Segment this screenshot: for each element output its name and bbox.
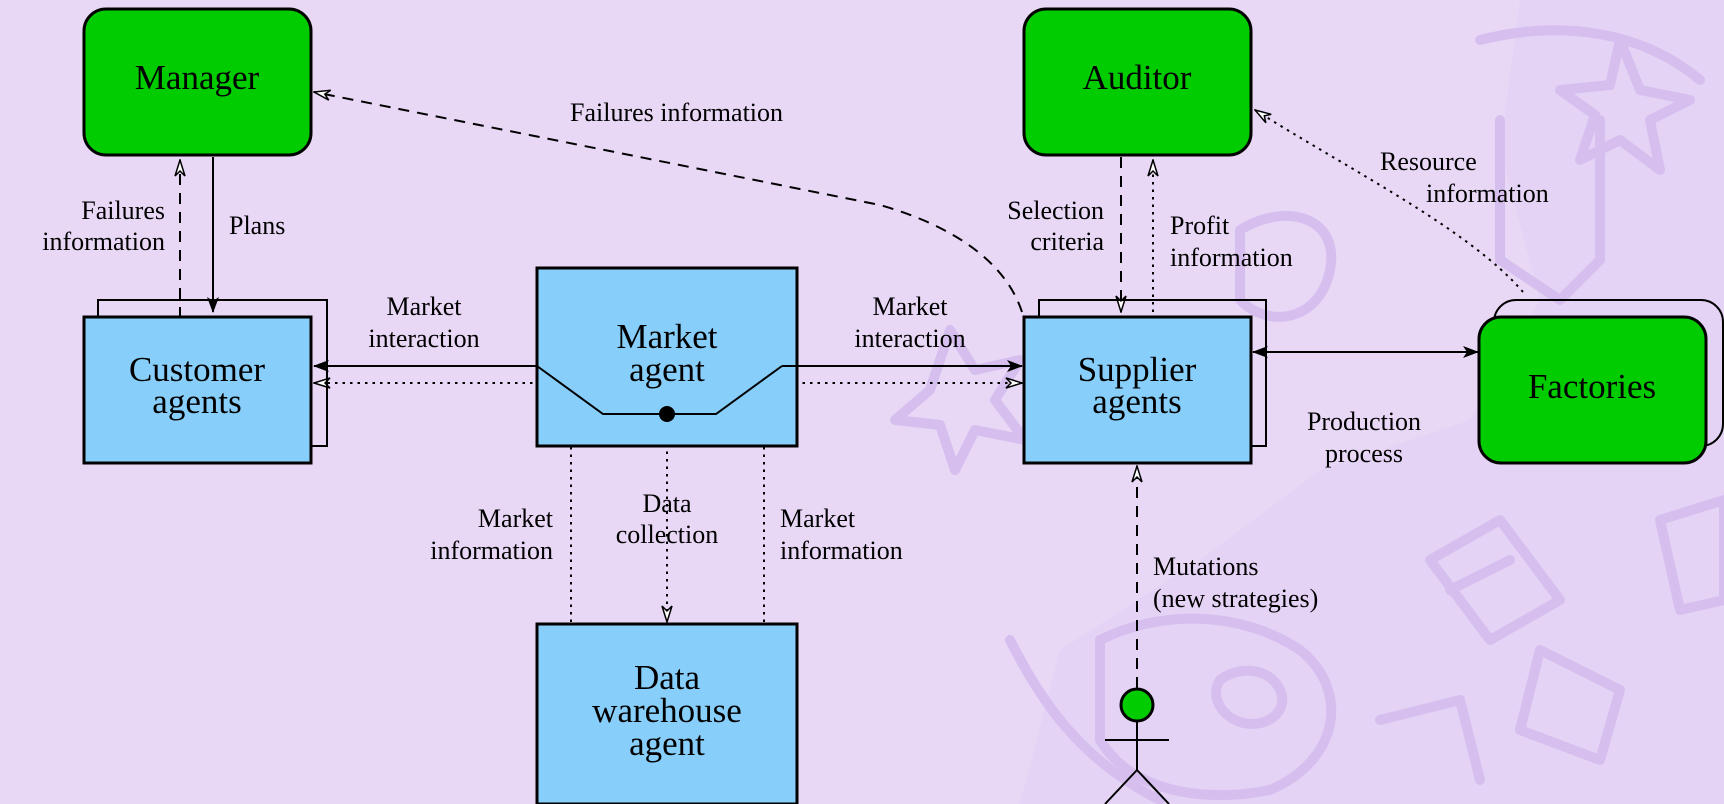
auditor-node: Auditor bbox=[1022, 7, 1253, 157]
production-process-line2: process bbox=[1325, 439, 1403, 468]
factories-label: Factories bbox=[1528, 367, 1656, 406]
selection-criteria-line2: criteria bbox=[1030, 227, 1104, 256]
profit-information-line1: Profit bbox=[1170, 211, 1230, 240]
market-interaction-left-line1: Market bbox=[386, 292, 462, 321]
mutations-line1: Mutations bbox=[1153, 552, 1258, 581]
market-agent-label-line1: Market bbox=[616, 317, 717, 356]
failures-arrow-top bbox=[314, 92, 1023, 313]
auditor-label: Auditor bbox=[1083, 58, 1192, 97]
supplier-agents-node: Supplier agents bbox=[1022, 299, 1267, 465]
market-interaction-left-line2: interaction bbox=[368, 324, 479, 353]
data-warehouse-node: Data warehouse agent bbox=[535, 622, 799, 804]
market-info-left-line bbox=[314, 383, 572, 622]
resource-arrow bbox=[1255, 110, 1524, 293]
market-information-left-line2: information bbox=[430, 536, 553, 565]
warehouse-label-line3: agent bbox=[629, 724, 705, 763]
supplier-label-line1: Supplier bbox=[1078, 350, 1197, 389]
warehouse-label-line1: Data bbox=[634, 658, 701, 697]
failures-left-line2: information bbox=[42, 227, 165, 256]
market-information-left-line1: Market bbox=[478, 504, 554, 533]
resource-information-line2: information bbox=[1426, 179, 1549, 208]
production-process-line1: Production bbox=[1307, 407, 1421, 436]
market-information-right-line1: Market bbox=[780, 504, 856, 533]
data-collection-line2: collection bbox=[616, 520, 719, 549]
resource-information-line1: Resource bbox=[1380, 147, 1477, 176]
failures-information-top-label: Failures information bbox=[570, 98, 783, 127]
market-agent-node: Market agent bbox=[535, 266, 799, 448]
mutations-line2: (new strategies) bbox=[1153, 584, 1318, 613]
profit-information-line2: information bbox=[1170, 243, 1293, 272]
market-information-right-line2: information bbox=[780, 536, 903, 565]
plans-label: Plans bbox=[229, 211, 285, 240]
selection-criteria-line1: Selection bbox=[1007, 196, 1104, 225]
data-collection-line1: Data bbox=[642, 489, 692, 518]
market-agent-label-line2: agent bbox=[629, 350, 705, 389]
failures-left-line1: Failures bbox=[81, 196, 165, 225]
customer-label-line2: agents bbox=[152, 382, 241, 421]
supplier-label-line2: agents bbox=[1092, 382, 1181, 421]
market-interaction-right-line1: Market bbox=[872, 292, 948, 321]
factories-node: Factories bbox=[1477, 299, 1724, 465]
customer-label-line1: Customer bbox=[129, 350, 265, 389]
watermark bbox=[890, 0, 1724, 804]
customer-agents-node: Customer agents bbox=[82, 299, 328, 465]
market-interaction-right-line2: interaction bbox=[854, 324, 965, 353]
manager-node: Manager bbox=[82, 7, 313, 157]
warehouse-label-line2: warehouse bbox=[592, 691, 742, 730]
manager-label: Manager bbox=[135, 58, 260, 97]
user-figure-icon bbox=[1104, 687, 1170, 804]
